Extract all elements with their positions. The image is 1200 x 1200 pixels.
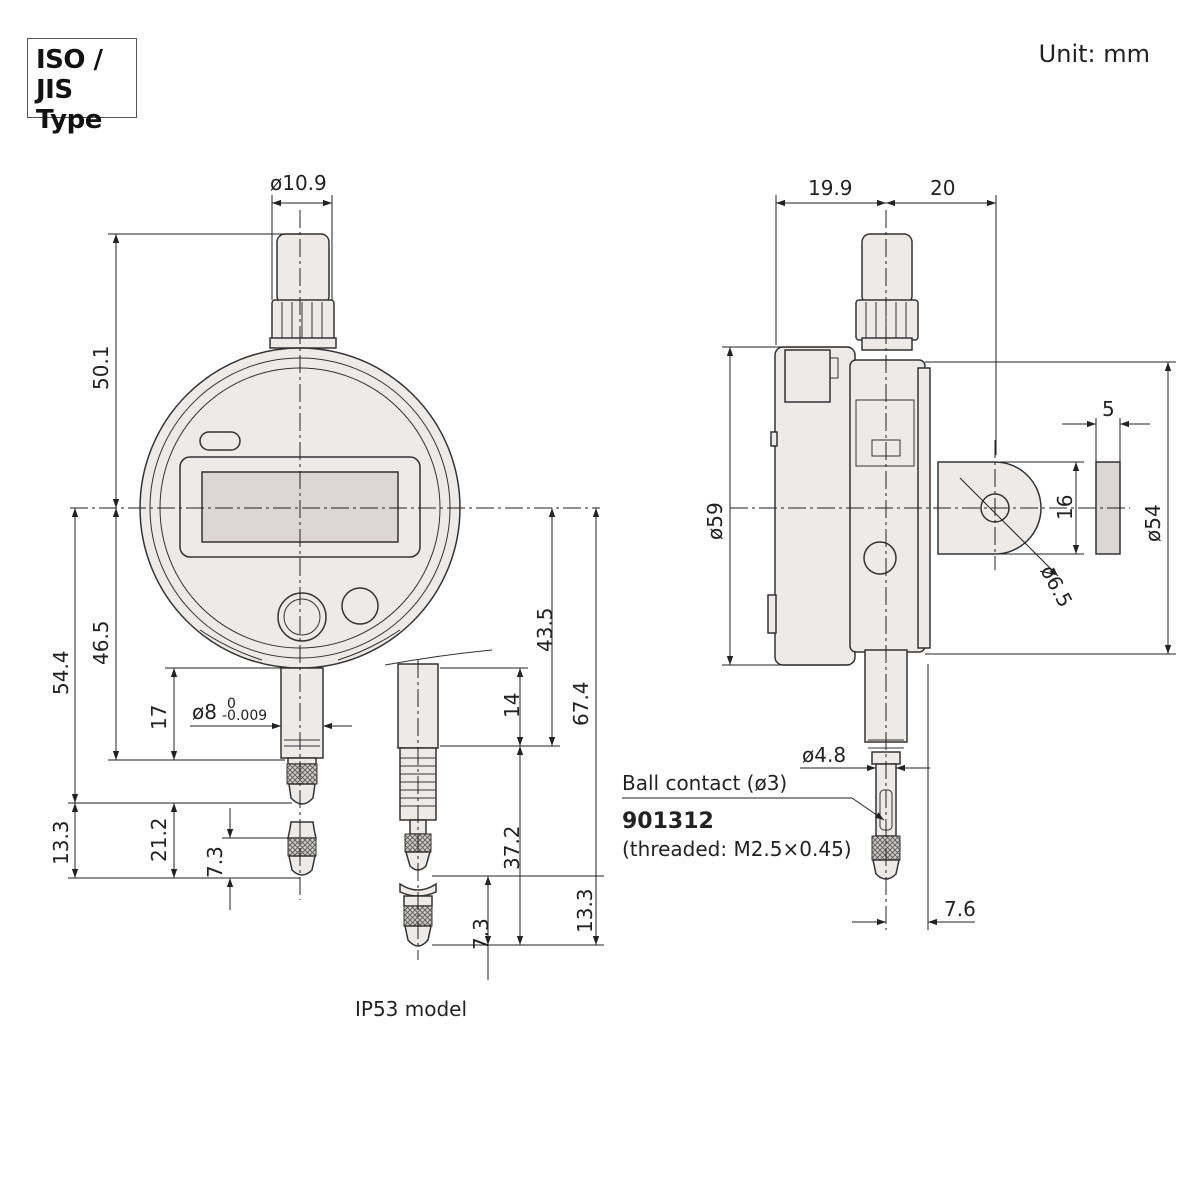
dim-bezel-diameter: ø54 [1141, 504, 1165, 542]
side-view: 19.9 20 ø59 5 16 ø6.5 ø54 ø4.8 Ball [622, 176, 1176, 930]
dim-lug-height: 16 [1053, 495, 1077, 520]
ball-contact-label: Ball contact (ø3) [622, 771, 787, 795]
dim-offset: 7.6 [944, 897, 976, 921]
ip53-dim-center-to-stem: 43.5 [533, 607, 557, 652]
dim-cap-diameter: ø10.9 [270, 171, 327, 195]
dim-lug-width: 5 [1102, 397, 1115, 421]
dim-stem-diameter-side: ø4.8 [802, 743, 846, 767]
type-badge-line1: ISO / JIS [36, 45, 103, 105]
unit-label: Unit: mm [1038, 40, 1150, 68]
dim-stem-from-center: 46.5 [89, 620, 113, 665]
small-button-icon [199, 431, 241, 451]
dim-front-depth: 20 [930, 176, 955, 200]
ip53-dim-total: 67.4 [569, 681, 593, 726]
cap-knurl [271, 299, 335, 341]
dim-tip-offset: 21.2 [147, 817, 171, 862]
dim-stem-diameter: ø8 [192, 700, 217, 724]
dim-lug-hole: ø6.5 [1036, 561, 1078, 611]
front-stem [280, 667, 324, 759]
ip53-caption: IP53 model [355, 997, 467, 1021]
part-number: 901312 [622, 809, 714, 834]
ip53-dim-contact-length: 13.3 [573, 888, 597, 933]
ip53-view: 43.5 67.4 14 37.2 7.3 13.3 IP53 model [355, 508, 604, 1021]
front-view: ø10.9 50.1 46.5 54.4 17 ø8 0 -0.009 13.3… [49, 171, 600, 910]
cap-top [276, 233, 330, 305]
mode-button-icon [341, 587, 379, 625]
type-badge-line2: Type [36, 105, 102, 135]
dim-top-height: 50.1 [89, 345, 113, 390]
dim-back-depth: 19.9 [808, 176, 853, 200]
dim-contact-length: 13.3 [49, 820, 73, 865]
ip53-dim-lower-length: 37.2 [500, 825, 524, 870]
dim-tip-length: 7.3 [203, 846, 227, 878]
dim-total-lower: 54.4 [49, 650, 73, 695]
ip53-dim-tip-length: 7.3 [469, 918, 493, 950]
type-badge: ISO / JIS Type [27, 38, 137, 135]
dim-stem-length: 17 [147, 705, 171, 730]
origin-button-icon [277, 592, 327, 642]
dim-stem-tol-upper: 0 [227, 696, 236, 712]
dim-stem-tol-lower: -0.009 [222, 708, 267, 724]
thread-note: (threaded: M2.5×0.45) [622, 837, 852, 861]
ip53-dim-stem-length: 14 [500, 693, 524, 718]
dim-body-diameter: ø59 [703, 502, 727, 540]
